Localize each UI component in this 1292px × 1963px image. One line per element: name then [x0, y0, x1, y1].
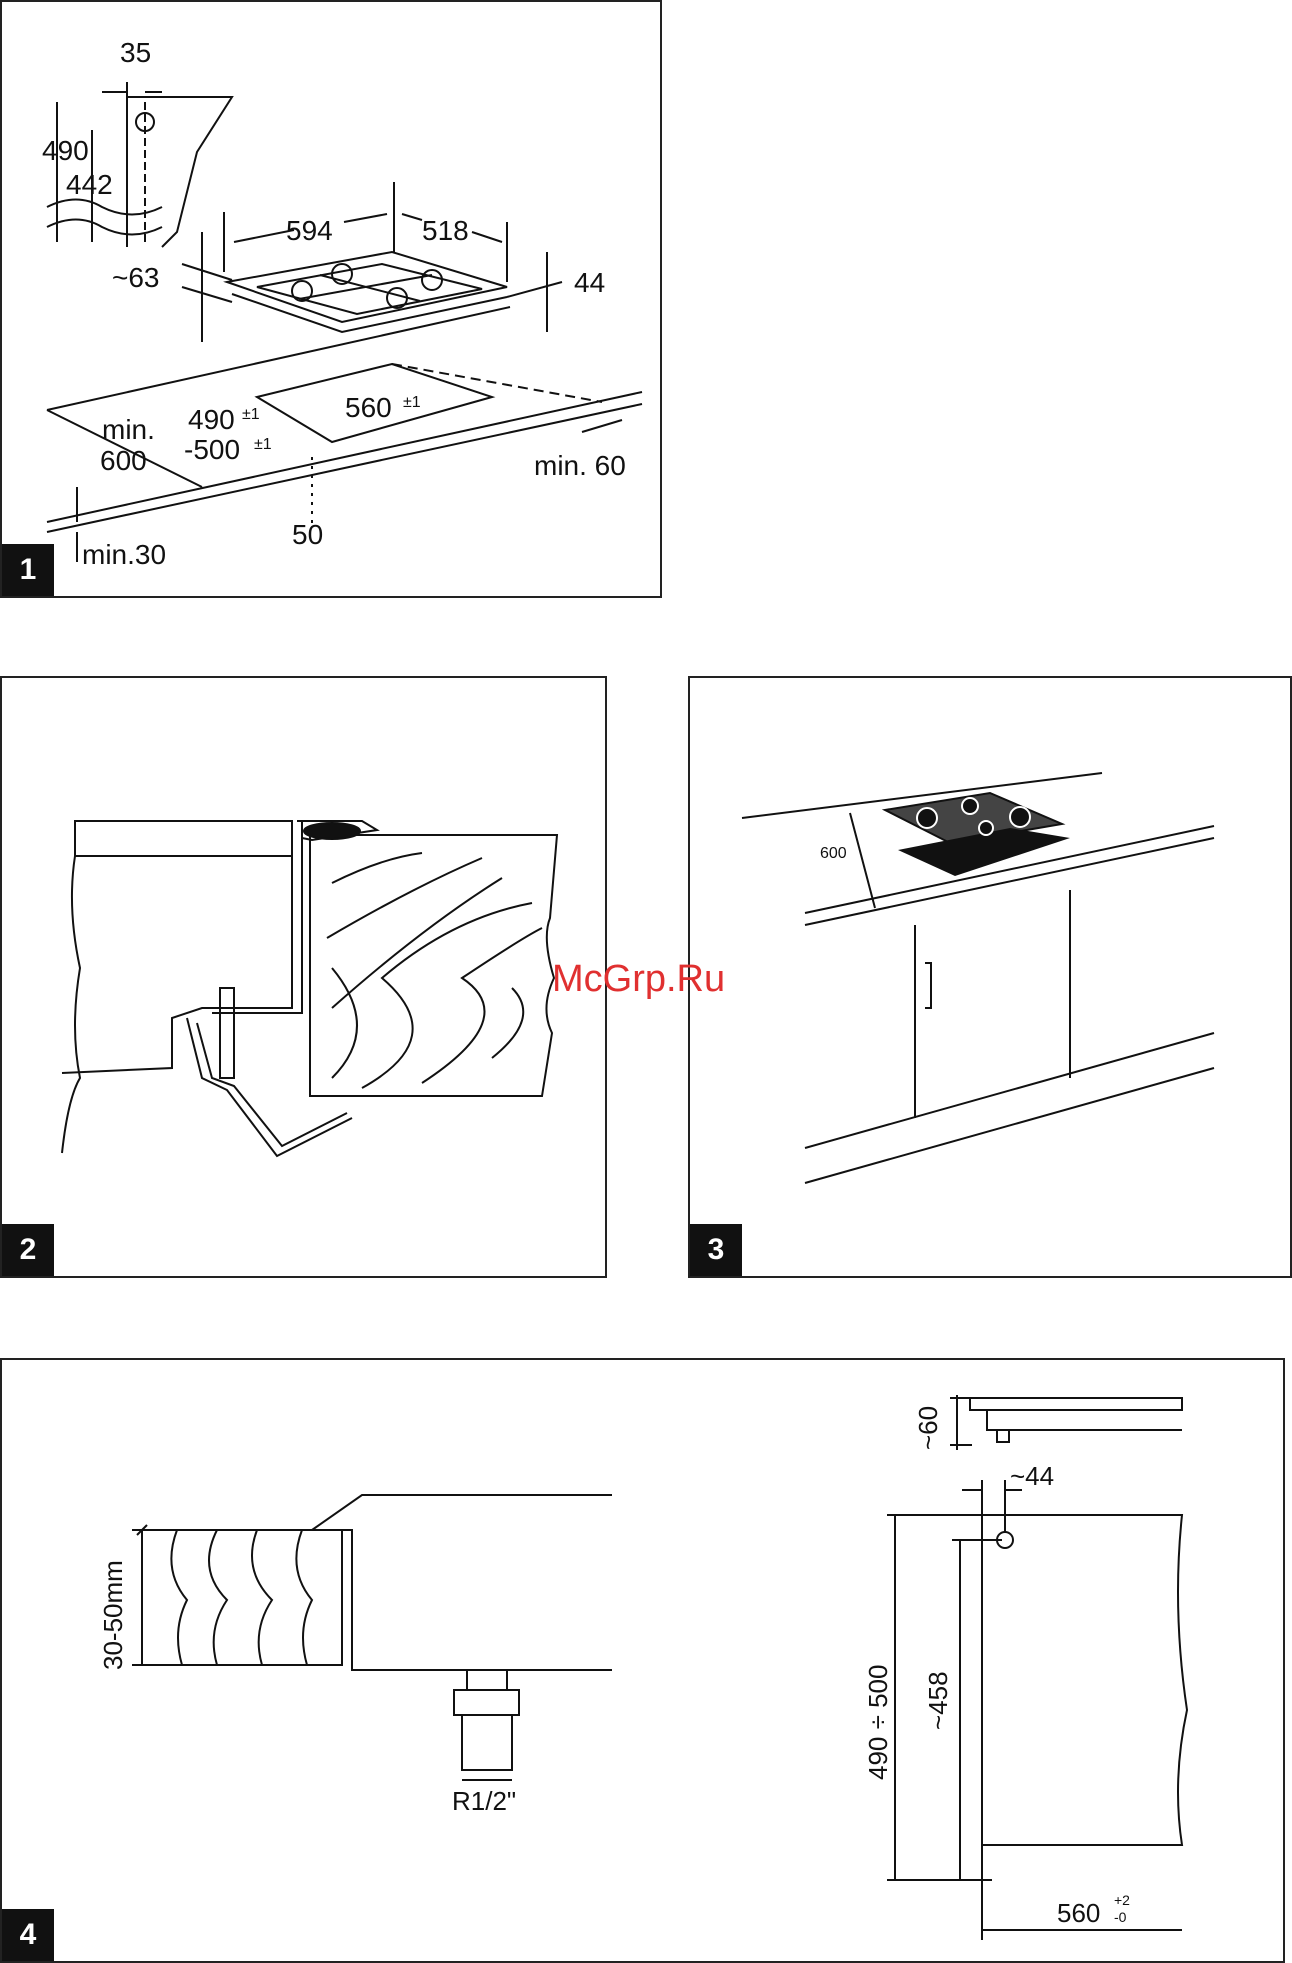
figure-3-number: 3: [690, 1224, 742, 1276]
dim-518: 518: [422, 215, 469, 246]
dim-490-cutout: 490: [188, 404, 235, 435]
dim-500-cutout: -500: [184, 434, 240, 465]
fixing-screw: [220, 988, 234, 1078]
dim-min-60: min. 60: [534, 450, 626, 481]
hob-seal: [304, 823, 360, 839]
dim-560: 560: [345, 392, 392, 423]
dim-44: 44: [574, 267, 605, 298]
wood-block: [310, 835, 557, 1096]
dim-63: ~63: [112, 262, 160, 293]
dim-600-depth: 600: [100, 445, 147, 476]
cabinet-handle: [925, 963, 931, 1008]
figure-4-number: 4: [2, 1909, 54, 1961]
fixing-clamp: [187, 1018, 352, 1156]
figure-3-panel: 600 3: [688, 676, 1292, 1278]
dim-35: 35: [120, 37, 151, 68]
hob-side-view: [970, 1398, 1182, 1410]
fitting-hex: [454, 1690, 519, 1715]
hob-plan-view: [982, 1515, 1187, 1845]
figure-1-panel: 35 490 442 594 518 ~63 44 560 ±1 490 ±1 …: [0, 0, 662, 598]
plinth-bottom: [805, 1068, 1214, 1183]
dim-594: 594: [286, 215, 333, 246]
tol-490: ±1: [242, 406, 260, 423]
dim-490-500: 490 ÷ 500: [863, 1665, 893, 1780]
plinth-top: [805, 1033, 1214, 1148]
figure-2-number: 2: [2, 1224, 54, 1276]
dim-thickness: 30-50mm: [98, 1560, 128, 1670]
dim-490-wall: 490: [42, 135, 89, 166]
wall-outline: [127, 97, 232, 247]
label-min-depth: min.: [102, 414, 155, 445]
fitting-nut: [467, 1670, 507, 1690]
dim-560: 560: [1057, 1898, 1100, 1928]
figure-1-number: 1: [2, 544, 54, 596]
hob-body: [342, 1530, 612, 1670]
dim-min-30: min.30: [82, 539, 166, 570]
burner-grid: [257, 264, 482, 314]
figure-1-drawing: 35 490 442 594 518 ~63 44 560 ±1 490 ±1 …: [2, 2, 662, 598]
dim-50: 50: [292, 519, 323, 550]
hob-top: [312, 1495, 612, 1530]
figure-3-drawing: 600: [690, 678, 1292, 1278]
fitting-pipe: [462, 1715, 512, 1770]
dim-458: ~458: [923, 1671, 953, 1730]
figure-4-panel: 30-50mm R1/2" ~60 ~44 490 ÷ 500 ~458 560…: [0, 1358, 1285, 1963]
dim-thread: R1/2": [452, 1786, 516, 1816]
tol-plus: +2: [1114, 1892, 1130, 1908]
watermark: McGrp.Ru: [552, 958, 725, 1001]
worktop-back-edge: [47, 307, 510, 410]
worktop-section: [75, 821, 292, 856]
tol-560: ±1: [403, 394, 421, 411]
hob-bracket: [62, 856, 292, 1073]
dim-600: 600: [820, 845, 847, 862]
figure-4-drawing: 30-50mm R1/2" ~60 ~44 490 ÷ 500 ~458 560…: [2, 1360, 1285, 1963]
dim-442: 442: [66, 169, 113, 200]
dim-44: ~44: [1010, 1461, 1054, 1491]
tol-minus: -0: [1114, 1909, 1127, 1925]
figure-2-drawing: [2, 678, 607, 1278]
figure-2-panel: 2: [0, 676, 607, 1278]
tol-500: ±1: [254, 436, 272, 453]
dim-60: ~60: [913, 1406, 943, 1450]
